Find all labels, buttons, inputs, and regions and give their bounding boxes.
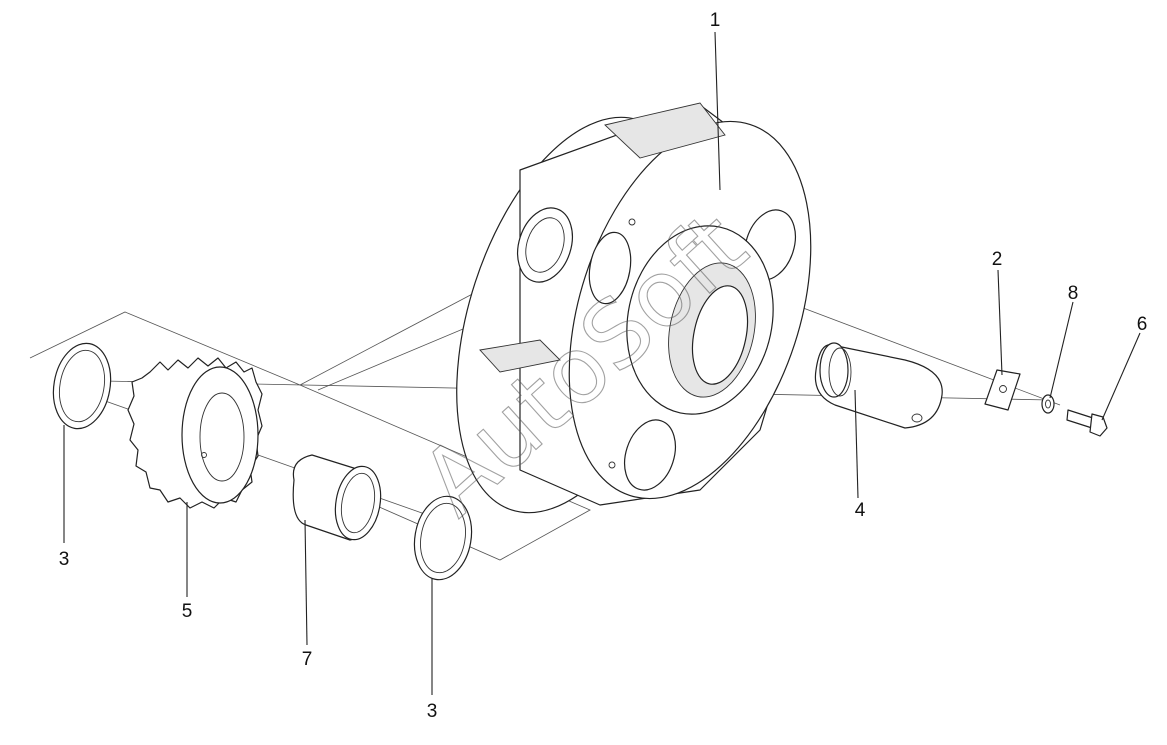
callout-numbers: 1 2 8 6 4 3 5 7 3: [59, 10, 1148, 722]
lock-plate: [984, 369, 1021, 411]
planet-gear: [127, 357, 263, 509]
callout-2: 2: [992, 249, 1003, 270]
washer: [1041, 394, 1055, 414]
thrust-washer-right: [413, 495, 473, 581]
callout-1: 1: [710, 10, 721, 31]
bushing: [292, 454, 382, 541]
callout-8: 8: [1068, 283, 1079, 304]
callout-6: 6: [1137, 314, 1148, 335]
callout-3-left: 3: [59, 549, 70, 570]
planet-pin: [814, 342, 943, 429]
bolt: [1066, 409, 1108, 437]
callout-5: 5: [182, 601, 193, 622]
callout-3-right: 3: [427, 701, 438, 722]
thrust-washer-left: [52, 342, 112, 430]
leader-lines: [63, 31, 1141, 695]
callout-7: 7: [302, 649, 313, 670]
callout-4: 4: [855, 500, 866, 521]
planet-carrier-housing: [456, 102, 812, 514]
